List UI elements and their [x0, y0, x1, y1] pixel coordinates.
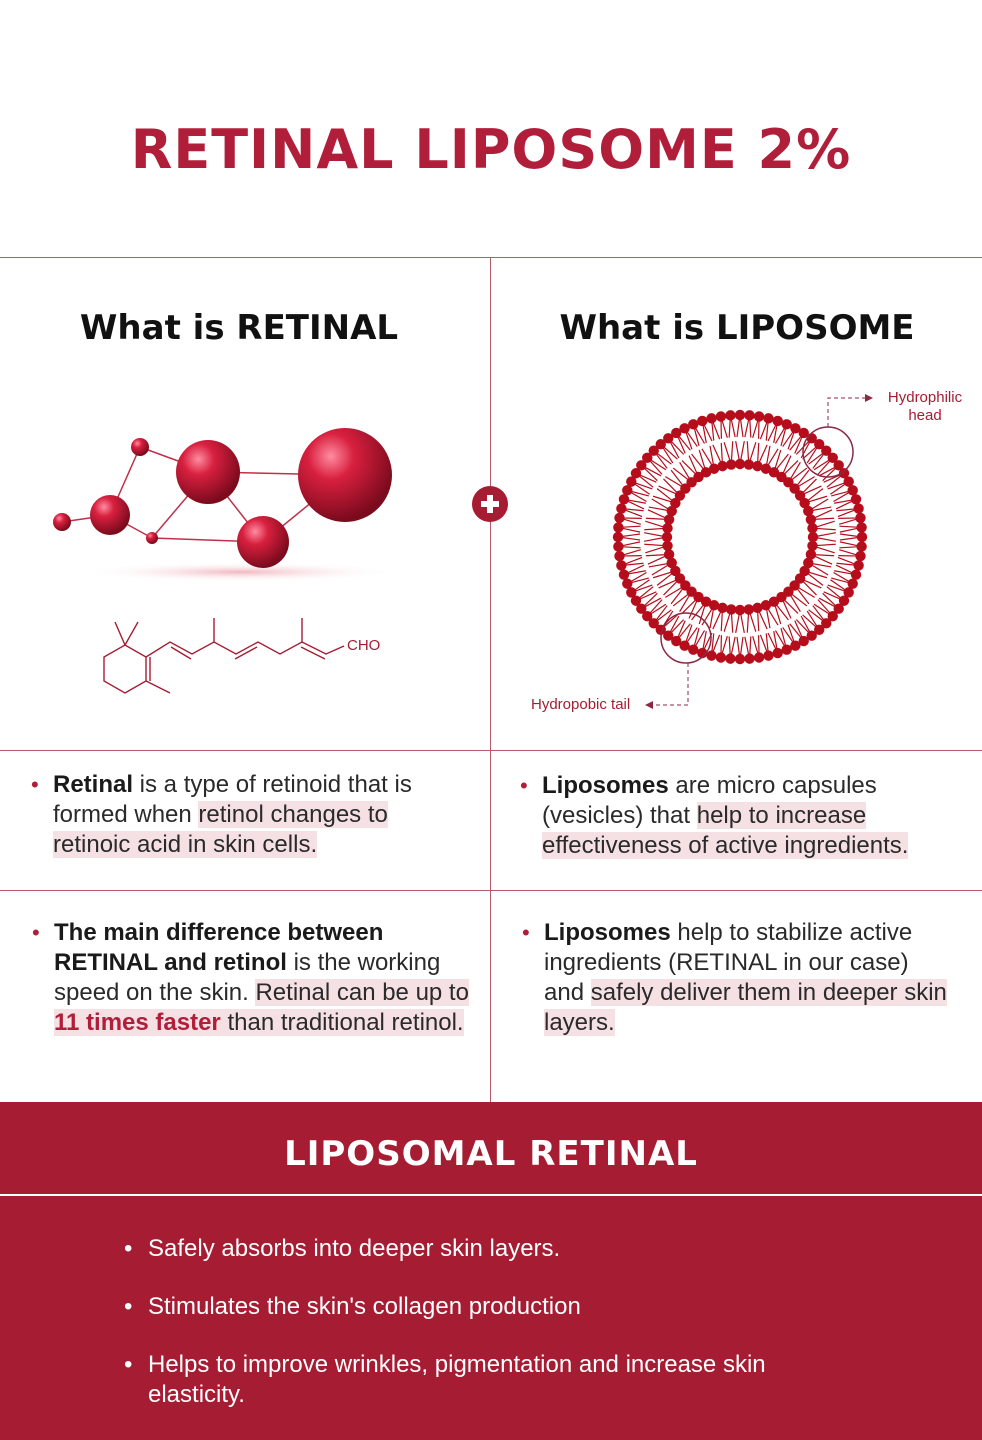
retinal-heading: What is RETINAL — [79, 308, 399, 348]
benefit-item: Safely absorbs into deeper skin layers. — [124, 1234, 848, 1264]
retinal-definition: •Retinal is a type of retinoid that is f… — [31, 771, 412, 858]
benefit-item: Stimulates the skin's collagen productio… — [124, 1292, 848, 1322]
liposome-function: •Liposomes help to stabilize active ingr… — [522, 919, 947, 1036]
hydrophobic-tail-callout — [660, 612, 712, 664]
divider — [0, 750, 982, 751]
retinal-molecule-illustration: CHO — [53, 428, 400, 694]
benefit-item: Helps to improve wrinkles, pigmentation … — [124, 1350, 848, 1410]
benefits-title: LIPOSOMAL RETINAL — [284, 1134, 698, 1174]
liposome-heading: What is LIPOSOME — [559, 308, 915, 348]
banner-divider — [0, 1194, 982, 1196]
hydrophilic-head-label: Hydrophilic head — [887, 389, 963, 424]
formula-label: CHO — [347, 637, 380, 654]
liposome-definition: •Liposomes are micro capsules (vesicles)… — [520, 772, 909, 859]
plus-icon — [472, 486, 508, 522]
divider — [0, 257, 982, 258]
retinal-difference: •The main difference between RETINAL and… — [32, 919, 469, 1036]
liposome-diagram — [612, 394, 873, 709]
page-title: RETINAL LIPOSOME 2% — [130, 118, 852, 181]
column-divider — [490, 257, 491, 1102]
hydrophobic-tail-label: Hydropobic tail — [531, 696, 631, 713]
divider — [0, 890, 982, 891]
